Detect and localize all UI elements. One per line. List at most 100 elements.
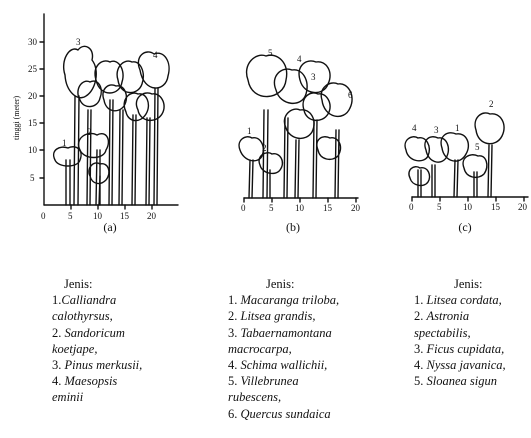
legend-item-number: 3. xyxy=(414,342,427,356)
legend-item-species: spectabilis, xyxy=(414,326,471,340)
legend-item-number: 2. xyxy=(52,326,65,340)
panel-c-x-tick: 5 xyxy=(437,202,442,212)
legend-item-species: Litsea grandis, xyxy=(241,309,316,323)
legend-item: 3. Ficus cupidata, xyxy=(414,341,506,357)
panel-a-y-axis-label: tinggi (meter) xyxy=(12,95,21,140)
legend-item-species: macrocarpa, xyxy=(228,342,292,356)
panel-c-tree-label: 4 xyxy=(412,123,417,133)
legend-title: Jenis: xyxy=(52,276,142,292)
panel-b-x-tick: 5 xyxy=(269,203,274,213)
legend-item-species: Pinus merkusii, xyxy=(65,358,143,372)
legend-item: koetjape, xyxy=(52,341,142,357)
legend-item: 3. Pinus merkusii, xyxy=(52,357,142,373)
panel-b-x-tick: 15 xyxy=(323,203,333,213)
panel-a-tree-label: 2 xyxy=(87,127,92,137)
panel-c-caption: (c) xyxy=(445,220,485,235)
legend-item-species: Astronia xyxy=(427,309,470,323)
legend-item: spectabilis, xyxy=(414,325,506,341)
legend-item-number: 4. xyxy=(52,374,65,388)
panel-c-tree-label: 3 xyxy=(434,125,439,135)
legend-item-species: Ficus cupidata, xyxy=(427,342,505,356)
panel-b-legend: Jenis: 1. Macaranga triloba,2. Litsea gr… xyxy=(228,276,339,422)
legend-item-number: 5. xyxy=(414,374,427,388)
legend-item-species: Maesopsis xyxy=(65,374,118,388)
panel-b-x-tick: 0 xyxy=(241,203,246,213)
panel-c-tree-label: 1 xyxy=(455,123,460,133)
panel-b-tree-label: 3 xyxy=(311,72,316,82)
panel-a-y-tick: 20 xyxy=(28,91,38,101)
legend-item-species: Sandoricum xyxy=(65,326,125,340)
legend-item-number: 2. xyxy=(228,309,241,323)
panel-c-tree-label: 5 xyxy=(475,142,480,152)
legend-item: 2. Litsea grandis, xyxy=(228,308,339,324)
panel-a-y-tick: 15 xyxy=(28,118,38,128)
panel-a-x-tick: 20 xyxy=(147,211,157,221)
panel-b-tree-label: 5 xyxy=(268,48,273,58)
legend-item-species: eminii xyxy=(52,390,83,404)
legend-item: 3. Tabaernamontana xyxy=(228,325,339,341)
panel-b-caption: (b) xyxy=(273,220,313,235)
legend-item-species: calothyrsus, xyxy=(52,309,113,323)
panel-a-drawing xyxy=(40,14,178,209)
panel-a-tree-label: 4 xyxy=(153,50,158,60)
panel-b-tree-label: 2 xyxy=(262,143,267,153)
panel-c-legend: Jenis: 1. Litsea cordata,2. Astronia spec… xyxy=(414,276,506,389)
panel-a-x-tick: 5 xyxy=(68,211,73,221)
legend-item-number: 3. xyxy=(228,326,241,340)
panel-c-x-tick: 0 xyxy=(409,202,414,212)
legend-item-number: 3. xyxy=(52,358,65,372)
legend-item: 1. Litsea cordata, xyxy=(414,292,506,308)
legend-item: macrocarpa, xyxy=(228,341,339,357)
legend-item-number: 1. xyxy=(414,293,427,307)
panel-c-drawing xyxy=(405,113,528,201)
legend-item: rubescens, xyxy=(228,389,339,405)
legend-item-species: Tabaernamontana xyxy=(241,326,332,340)
panel-b-x-tick: 10 xyxy=(295,203,305,213)
panel-a-tree-label: 3 xyxy=(76,37,81,47)
panel-c-x-tick: 10 xyxy=(463,202,473,212)
legend-item-number: 4. xyxy=(228,358,241,372)
legend-title: Jenis: xyxy=(414,276,506,292)
legend-item-species: Macaranga triloba, xyxy=(241,293,340,307)
legend-item: 4. Maesopsis xyxy=(52,373,142,389)
panel-a-y-tick: 5 xyxy=(30,173,35,183)
legend-item-species: Villebrunea xyxy=(241,374,299,388)
legend-item: 2. Sandoricum xyxy=(52,325,142,341)
legend-item: 4. Nyssa javanica, xyxy=(414,357,506,373)
legend-item-number: 1. xyxy=(228,293,241,307)
legend-item-species: Litsea cordata, xyxy=(427,293,502,307)
legend-item: 2. Astronia xyxy=(414,308,506,324)
legend-item-species: Calliandra xyxy=(61,293,116,307)
panel-a-x-tick: 0 xyxy=(41,211,46,221)
legend-item: calothyrsus, xyxy=(52,308,142,324)
legend-item-species: Nyssa javanica, xyxy=(427,358,506,372)
legend-item-number: 5. xyxy=(228,374,241,388)
legend-item-species: Schima wallichii, xyxy=(241,358,328,372)
panel-c-x-tick: 20 xyxy=(518,202,528,212)
panel-b-tree-label: 6 xyxy=(348,90,353,100)
panel-b-drawing xyxy=(239,55,358,202)
legend-item: 4. Schima wallichii, xyxy=(228,357,339,373)
legend-item-number: 1. xyxy=(52,293,61,307)
legend-item-species: Quercus sundaica xyxy=(241,407,331,421)
legend-item: eminii xyxy=(52,389,142,405)
legend-item-number: 2. xyxy=(414,309,427,323)
legend-item-species: Sloanea sigun xyxy=(427,374,497,388)
panel-a-y-tick: 25 xyxy=(28,64,38,74)
panel-a-y-tick: 10 xyxy=(28,145,38,155)
panel-c-x-tick: 15 xyxy=(491,202,501,212)
legend-item: 5. Villebrunea xyxy=(228,373,339,389)
legend-item-species: koetjape, xyxy=(52,342,97,356)
panel-b-x-tick: 20 xyxy=(351,203,361,213)
panel-a-tree-label: 1 xyxy=(62,138,67,148)
legend-item-number: 6. xyxy=(228,407,241,421)
panel-a-y-tick: 30 xyxy=(28,37,38,47)
legend-item: 1.Calliandra xyxy=(52,292,142,308)
panel-a-caption: (a) xyxy=(90,220,130,235)
panel-a-legend: Jenis: 1.Calliandracalothyrsus,2. Sandor… xyxy=(52,276,142,406)
legend-title: Jenis: xyxy=(228,276,339,292)
legend-item: 6. Quercus sundaica xyxy=(228,406,339,422)
legend-item: 1. Macaranga triloba, xyxy=(228,292,339,308)
panel-c-tree-label: 2 xyxy=(489,99,494,109)
legend-item: 5. Sloanea sigun xyxy=(414,373,506,389)
